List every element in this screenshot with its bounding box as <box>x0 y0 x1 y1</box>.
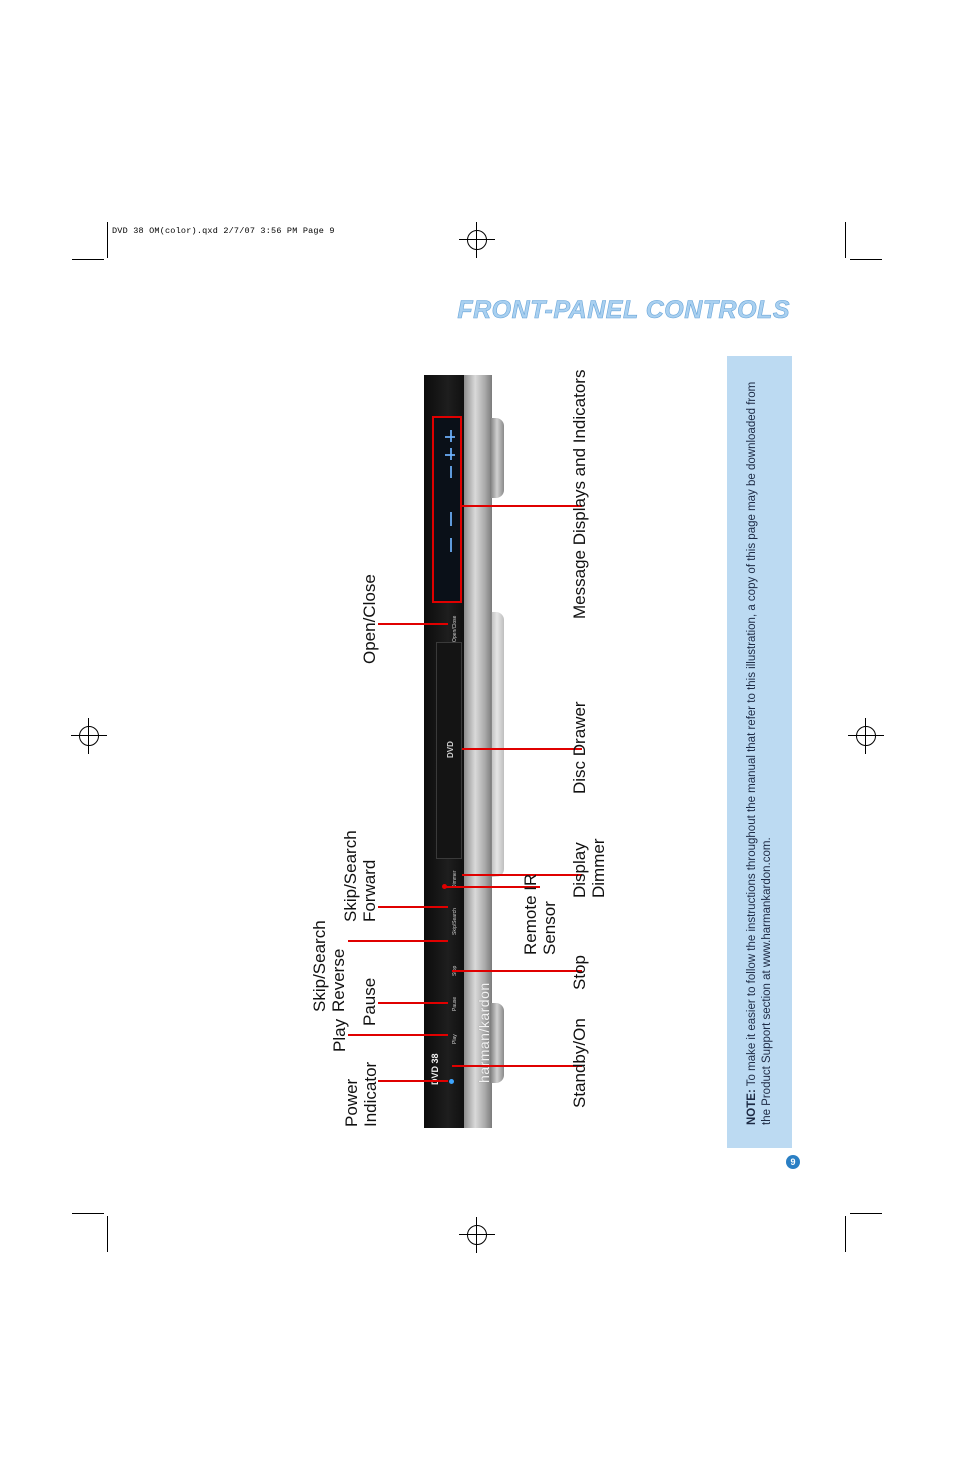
label-message-displays: Message Displays and Indicators <box>570 369 589 619</box>
disc-drawer-slot <box>436 642 462 859</box>
display-segment <box>445 436 455 438</box>
callout-open-close <box>378 623 448 625</box>
crop-mark <box>845 222 846 258</box>
crop-mark <box>72 259 104 260</box>
callout-remote-ir-dot <box>442 884 447 889</box>
device-knob <box>490 418 504 498</box>
label-stop: Stop <box>570 955 589 990</box>
display-segment <box>450 466 452 478</box>
label-remote-ir-sensor: Remote IR Sensor <box>521 873 559 955</box>
registration-mark-icon <box>848 718 884 754</box>
crop-mark <box>72 1213 104 1214</box>
message-display <box>432 416 462 603</box>
crop-mark <box>850 1213 882 1214</box>
display-segment <box>450 512 452 526</box>
note-panel <box>727 356 792 1148</box>
crop-mark <box>107 222 108 258</box>
callout-standby-on <box>452 1065 582 1067</box>
brand-logo: harman/kardon <box>476 982 492 1083</box>
file-slug: DVD 38 OM(color).qxd 2/7/07 3:56 PM Page… <box>112 226 335 236</box>
callout-pause <box>378 1002 448 1004</box>
registration-mark-icon <box>71 718 107 754</box>
label-open-close: Open/Close <box>360 574 379 664</box>
callout-display-dimmer <box>462 874 582 876</box>
display-segment <box>450 538 452 552</box>
disc-logo-icon: DVD <box>446 741 455 758</box>
callout-play <box>348 1034 448 1036</box>
callout-power-indicator <box>378 1080 448 1082</box>
callout-skip-forward <box>378 906 448 908</box>
callout-disc-drawer <box>462 748 582 750</box>
note-text: NOTE: To make it easier to follow the in… <box>745 365 775 1125</box>
crop-mark <box>845 1216 846 1252</box>
label-display-dimmer: Display Dimmer <box>570 838 608 899</box>
device-knob <box>490 612 504 877</box>
callout-message-displays <box>462 505 582 507</box>
device-knob <box>490 1003 504 1083</box>
label-pause: Pause <box>360 977 379 1026</box>
label-skip-search-forward: Skip/Search Forward <box>341 830 379 922</box>
label-skip-search-reverse: Skip/Search Reverse <box>310 920 348 1012</box>
registration-mark-icon <box>459 222 495 258</box>
crop-mark <box>850 259 882 260</box>
open-close-mark: Open/Close <box>452 615 458 642</box>
callout-stop <box>452 970 582 972</box>
label-play: Play <box>330 1018 349 1052</box>
device-side-panel <box>464 375 492 1128</box>
display-segment <box>445 454 455 456</box>
crop-mark <box>107 1216 108 1252</box>
note-lead: NOTE: <box>746 1089 758 1125</box>
callout-remote-ir <box>444 886 540 888</box>
power-indicator-led <box>449 1079 454 1084</box>
label-power-indicator: Power Indicator <box>342 1061 380 1127</box>
page-title: FRONT-PANEL CONTROLS <box>457 296 790 325</box>
callout-skip-reverse <box>348 940 448 942</box>
play-mark: Play <box>452 1034 458 1044</box>
page-number: 9 <box>786 1155 800 1169</box>
skip-search-mark: Skip/Search <box>452 908 458 935</box>
label-disc-drawer: Disc Drawer <box>570 701 589 794</box>
label-standby-on: Standby/On <box>570 1018 589 1108</box>
note-body: To make it easier to follow the instruct… <box>746 381 773 1125</box>
pause-mark: Pause <box>452 996 458 1011</box>
registration-mark-icon <box>459 1217 495 1253</box>
